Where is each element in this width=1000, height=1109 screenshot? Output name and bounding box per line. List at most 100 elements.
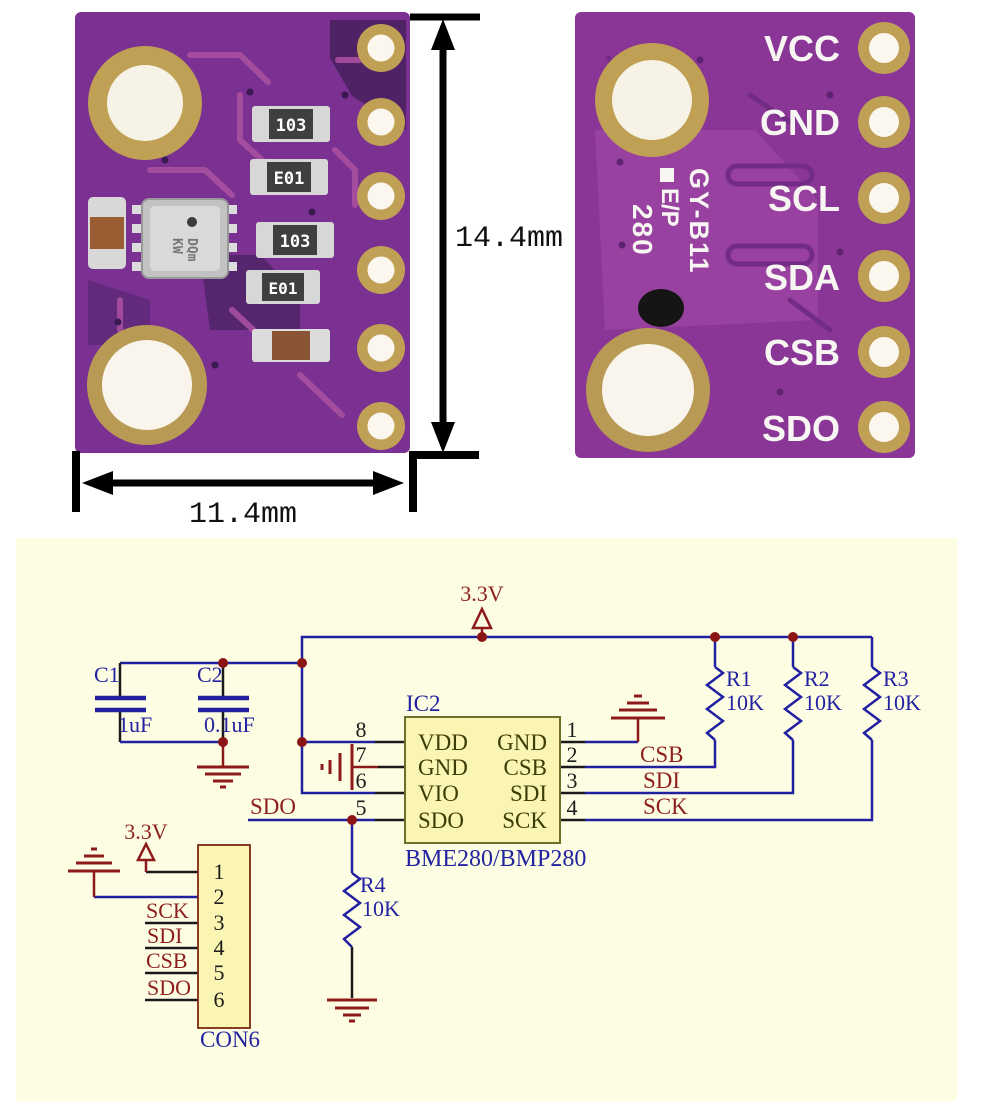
ic2-pin-sdi: SDI — [510, 781, 547, 806]
height-value: 14.4mm — [455, 222, 563, 256]
pin-number-1: 1 — [567, 717, 578, 742]
r1-value: 10K — [726, 690, 764, 715]
height-dimension: 14.4mm — [409, 13, 563, 512]
pin-number-5: 5 — [356, 795, 367, 820]
con6-refdes: CON6 — [200, 1027, 260, 1052]
c2-value: 0.1uF — [204, 712, 255, 737]
arrow-up — [431, 19, 455, 50]
vcc-arrow-con6 — [135, 841, 157, 862]
bme280-sensor-chip: DQm KW — [132, 198, 237, 279]
r2-value: 10K — [804, 690, 842, 715]
vias — [616, 56, 844, 396]
con6-pin-1: 1 — [214, 859, 225, 884]
smd-resistor: E01 — [250, 159, 328, 195]
resistor-r4 — [341, 872, 363, 948]
mounting-hole-top-left — [595, 43, 709, 157]
con6-pin-4: 4 — [214, 935, 225, 960]
chip-vent-hole — [187, 217, 197, 227]
resistor-code: E01 — [274, 169, 305, 189]
front-pcb-photo: 103 E01 103 E01 — [75, 12, 410, 453]
width-dimension: 11.4mm — [72, 451, 404, 530]
model-silkscreen: GY-B11 E/P 280 — [627, 168, 714, 275]
capacitor-c2 — [198, 695, 249, 713]
r3-value: 10K — [883, 690, 921, 715]
net-label-sck: SCK — [643, 794, 688, 819]
resistor-code: E01 — [269, 279, 298, 298]
r2-refdes: R2 — [804, 666, 830, 691]
silk-variant: E/P — [656, 188, 683, 227]
smd-resistor: 103 — [256, 222, 334, 258]
front-pin-holes — [357, 24, 405, 450]
ic2-body — [404, 716, 561, 844]
capacitor-c1 — [95, 695, 146, 713]
con6-net-sdo: SDO — [147, 975, 191, 1000]
board-light-patch — [595, 130, 818, 330]
con6-body — [197, 844, 251, 1029]
con6-pin-5: 5 — [214, 960, 225, 985]
net-label-sdo: SDO — [250, 794, 296, 819]
ground-r4 — [327, 998, 377, 1023]
dim-cap-bottom-h — [409, 451, 479, 459]
silk-number: 280 — [627, 204, 658, 257]
arrow-left — [82, 471, 113, 495]
pin-label-csb: CSB — [764, 332, 840, 373]
mounting-hole-bottom-left — [586, 328, 710, 452]
dim-cap-bottom-v — [409, 451, 417, 512]
r3-refdes: R3 — [883, 666, 909, 691]
smd-capacitor — [252, 329, 330, 362]
pin-label-scl: SCL — [768, 178, 840, 219]
pin-label-gnd: GND — [760, 102, 840, 143]
arrow-down — [431, 422, 455, 453]
vcc-label-top: 3.3V — [460, 581, 504, 606]
pin-number-8: 8 — [356, 717, 367, 742]
con6-symbol: CON6 1 2 3 4 5 6 — [197, 844, 260, 1052]
chip-marking: DQm — [184, 238, 199, 262]
silk-model: GY-B11 — [684, 168, 714, 275]
width-value: 11.4mm — [189, 498, 297, 530]
ic2-pin-vdd: VDD — [418, 730, 468, 755]
smd-resistor: E01 — [246, 270, 320, 304]
ic2-refdes: IC2 — [406, 691, 441, 716]
r4-value: 10K — [362, 896, 400, 921]
resistor-r3 — [861, 666, 883, 741]
c1-refdes: C1 — [94, 662, 120, 687]
mounting-hole-top-left — [88, 46, 202, 160]
vcc-label-con6: 3.3V — [124, 819, 168, 844]
solder-blob — [638, 289, 684, 327]
con6-net-csb: CSB — [146, 948, 188, 973]
ground-pin7 — [320, 744, 354, 790]
resistor-code: 103 — [276, 116, 307, 136]
ic2-pin-gnd2: GND — [497, 730, 547, 755]
smd-resistor: 103 — [252, 106, 330, 142]
back-pcb-photo: VCC GND SCL SDA CSB SDO GY-B11 E/P 280 — [575, 12, 915, 458]
junction-dots — [218, 632, 798, 825]
net-labels: CSB SDI SCK SDO SCK SDI CSB SDO — [146, 742, 688, 1000]
c1-value: 1uF — [118, 712, 152, 737]
ground-pin1 — [611, 694, 665, 720]
capacitors — [95, 695, 249, 713]
back-pin-holes — [858, 22, 910, 453]
mounting-hole-bottom-left — [87, 325, 207, 445]
silk-square-mark — [660, 168, 674, 182]
con6-pin-3: 3 — [214, 910, 225, 935]
net-label-sdi: SDI — [643, 768, 680, 793]
ic2-pin-vio: VIO — [418, 781, 459, 806]
ic2-pin-sck: SCK — [502, 808, 547, 833]
vcc-arrow-top — [471, 606, 493, 630]
arrow-right — [373, 471, 404, 495]
schematic: IC2 BME280/BMP280 VDD GND VIO SDO GND CS… — [16, 538, 957, 1101]
resistor-r1 — [704, 666, 726, 741]
dim-cap-left — [72, 451, 80, 512]
back-pin-labels: VCC GND SCL SDA CSB SDO — [760, 28, 840, 449]
pin-number-3: 3 — [567, 768, 578, 793]
pin-label-vcc: VCC — [764, 28, 840, 69]
resistors — [341, 666, 883, 948]
r4-refdes: R4 — [360, 872, 386, 897]
r1-refdes: R1 — [726, 666, 752, 691]
con6-net-sdi: SDI — [147, 923, 182, 948]
ic2-symbol: IC2 BME280/BMP280 VDD GND VIO SDO GND CS… — [356, 691, 587, 872]
con6-pin-6: 6 — [214, 987, 225, 1012]
chip-pins — [132, 205, 237, 271]
ground-symbols — [68, 694, 665, 1023]
power-symbols — [135, 606, 493, 872]
